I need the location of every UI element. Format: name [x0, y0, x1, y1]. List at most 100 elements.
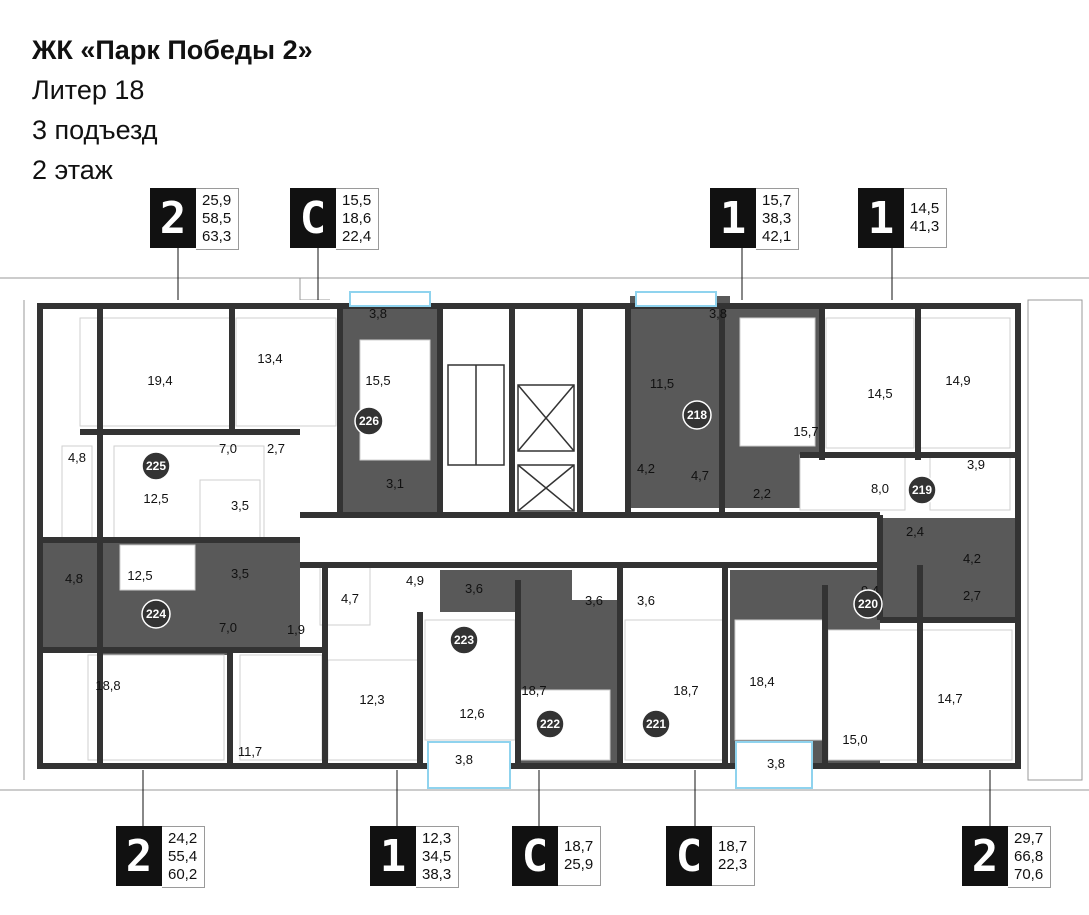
living-area: 25,9 [202, 192, 232, 209]
apartment-number: 223 [454, 633, 474, 647]
area-values: 18,7 25,9 [558, 826, 601, 886]
gross-area: 22,4 [342, 228, 372, 245]
living-area: 18,7 [564, 838, 594, 855]
type-badge: 1 [370, 826, 416, 886]
gross-area: 70,6 [1014, 866, 1044, 883]
living-area: 14,5 [910, 200, 940, 217]
room-area: 2,4 [906, 524, 924, 539]
living-area: 24,2 [168, 830, 198, 847]
type-badge: 2 [116, 826, 162, 886]
room-area: 2,7 [963, 588, 981, 603]
apartment-tag-224[interactable]: 2 24,2 55,4 60,2 [116, 826, 205, 888]
total-area: 22,3 [718, 856, 748, 873]
room-area: 15,5 [365, 373, 390, 388]
room-area: 11,5 [650, 376, 674, 391]
area-values: 29,7 66,8 70,6 [1008, 826, 1051, 888]
entrance-label: 3 подъезд [32, 115, 158, 145]
area-values: 15,7 38,3 42,1 [756, 188, 799, 250]
apartment-tag-223[interactable]: 1 12,3 34,5 38,3 [370, 826, 459, 888]
type-badge: 1 [710, 188, 756, 248]
area-values: 14,5 41,3 [904, 188, 947, 248]
apartment-tag-226[interactable]: С 15,5 18,6 22,4 [290, 188, 379, 250]
room-area: 4,8 [65, 571, 83, 586]
building-label: Литер 18 [32, 75, 145, 105]
apartment-tag-222[interactable]: С 18,7 25,9 [512, 826, 601, 886]
room-area: 18,7 [673, 683, 698, 698]
apartment-number: 225 [146, 459, 166, 473]
room-area: 7,0 [219, 441, 237, 456]
total-area: 58,5 [202, 210, 232, 227]
room-area: 4,9 [406, 573, 424, 588]
area-values: 12,3 34,5 38,3 [416, 826, 459, 888]
room-area: 18,7 [521, 683, 546, 698]
room-area: 14,5 [867, 386, 892, 401]
balconies [349, 291, 813, 789]
living-area: 12,3 [422, 830, 452, 847]
type-badge: 2 [962, 826, 1008, 886]
gross-area: 60,2 [168, 866, 198, 883]
apartment-number: 219 [912, 483, 932, 497]
living-area: 15,5 [342, 192, 372, 209]
total-area: 38,3 [762, 210, 792, 227]
apartment-tag-221[interactable]: С 18,7 22,3 [666, 826, 755, 886]
room-area: 4,2 [963, 551, 981, 566]
type-badge: 1 [858, 188, 904, 248]
type-badge: С [512, 826, 558, 886]
apartment-number: 221 [646, 717, 666, 731]
room-area: 19,4 [147, 373, 172, 388]
room-area: 3,9 [967, 457, 985, 472]
apartment-tag-225[interactable]: 2 25,9 58,5 63,3 [150, 188, 239, 250]
gross-area: 63,3 [202, 228, 232, 245]
room-area: 3,6 [465, 581, 483, 596]
room-area: 15,0 [842, 732, 867, 747]
apartment-tag-220[interactable]: 2 29,7 66,8 70,6 [962, 826, 1051, 888]
room-area: 4,8 [68, 450, 86, 465]
type-badge: 2 [150, 188, 196, 248]
room-area: 3,8 [709, 306, 727, 321]
room-area: 13,4 [257, 351, 282, 366]
walls [37, 303, 1021, 769]
building-outline [0, 277, 1089, 791]
type-badge: С [290, 188, 336, 248]
room-area: 11,7 [238, 744, 262, 759]
page-title: ЖК «Парк Победы 2» Литер 18 3 подъезд 2 … [32, 30, 313, 190]
stairwell [447, 364, 575, 512]
room-area: 4,7 [691, 468, 709, 483]
floor-label: 2 этаж [32, 155, 113, 185]
living-area: 15,7 [762, 192, 792, 209]
room-area: 18,4 [749, 674, 774, 689]
apartment-number: 218 [687, 408, 707, 422]
area-values: 18,7 22,3 [712, 826, 755, 886]
rooms [61, 317, 1013, 761]
apartment-number: 222 [540, 717, 560, 731]
room-area: 3,1 [386, 476, 404, 491]
room-area: 12,5 [127, 568, 152, 583]
room-area: 7,0 [219, 620, 237, 635]
complex-name: ЖК «Парк Победы 2» [32, 35, 313, 65]
living-area: 29,7 [1014, 830, 1044, 847]
apartment-number: 220 [858, 597, 878, 611]
room-area: 12,6 [459, 706, 484, 721]
apartment-number: 224 [146, 607, 166, 621]
room-area: 3,8 [455, 752, 473, 767]
apartment-badges: 226 225 224 223 222 221 218 219 220 [141, 400, 937, 739]
apartment-tag-218[interactable]: 1 15,7 38,3 42,1 [710, 188, 799, 250]
room-area: 3,5 [231, 566, 249, 581]
room-area: 3,5 [231, 498, 249, 513]
room-area: 3,8 [767, 756, 785, 771]
room-labels: 19,4 13,4 3,8 15,5 7,0 2,7 4,8 12,5 3,5 … [65, 306, 985, 771]
total-area: 18,6 [342, 210, 372, 227]
room-area: 4,7 [341, 591, 359, 606]
area-values: 15,5 18,6 22,4 [336, 188, 379, 250]
total-area: 34,5 [422, 848, 452, 865]
room-area: 3,8 [369, 306, 387, 321]
living-area: 18,7 [718, 838, 748, 855]
area-values: 25,9 58,5 63,3 [196, 188, 239, 250]
gross-area: 38,3 [422, 866, 452, 883]
total-area: 25,9 [564, 856, 594, 873]
apartment-tag-219[interactable]: 1 14,5 41,3 [858, 188, 947, 248]
gross-area: 42,1 [762, 228, 792, 245]
room-area: 1,9 [287, 622, 305, 637]
total-area: 66,8 [1014, 848, 1044, 865]
